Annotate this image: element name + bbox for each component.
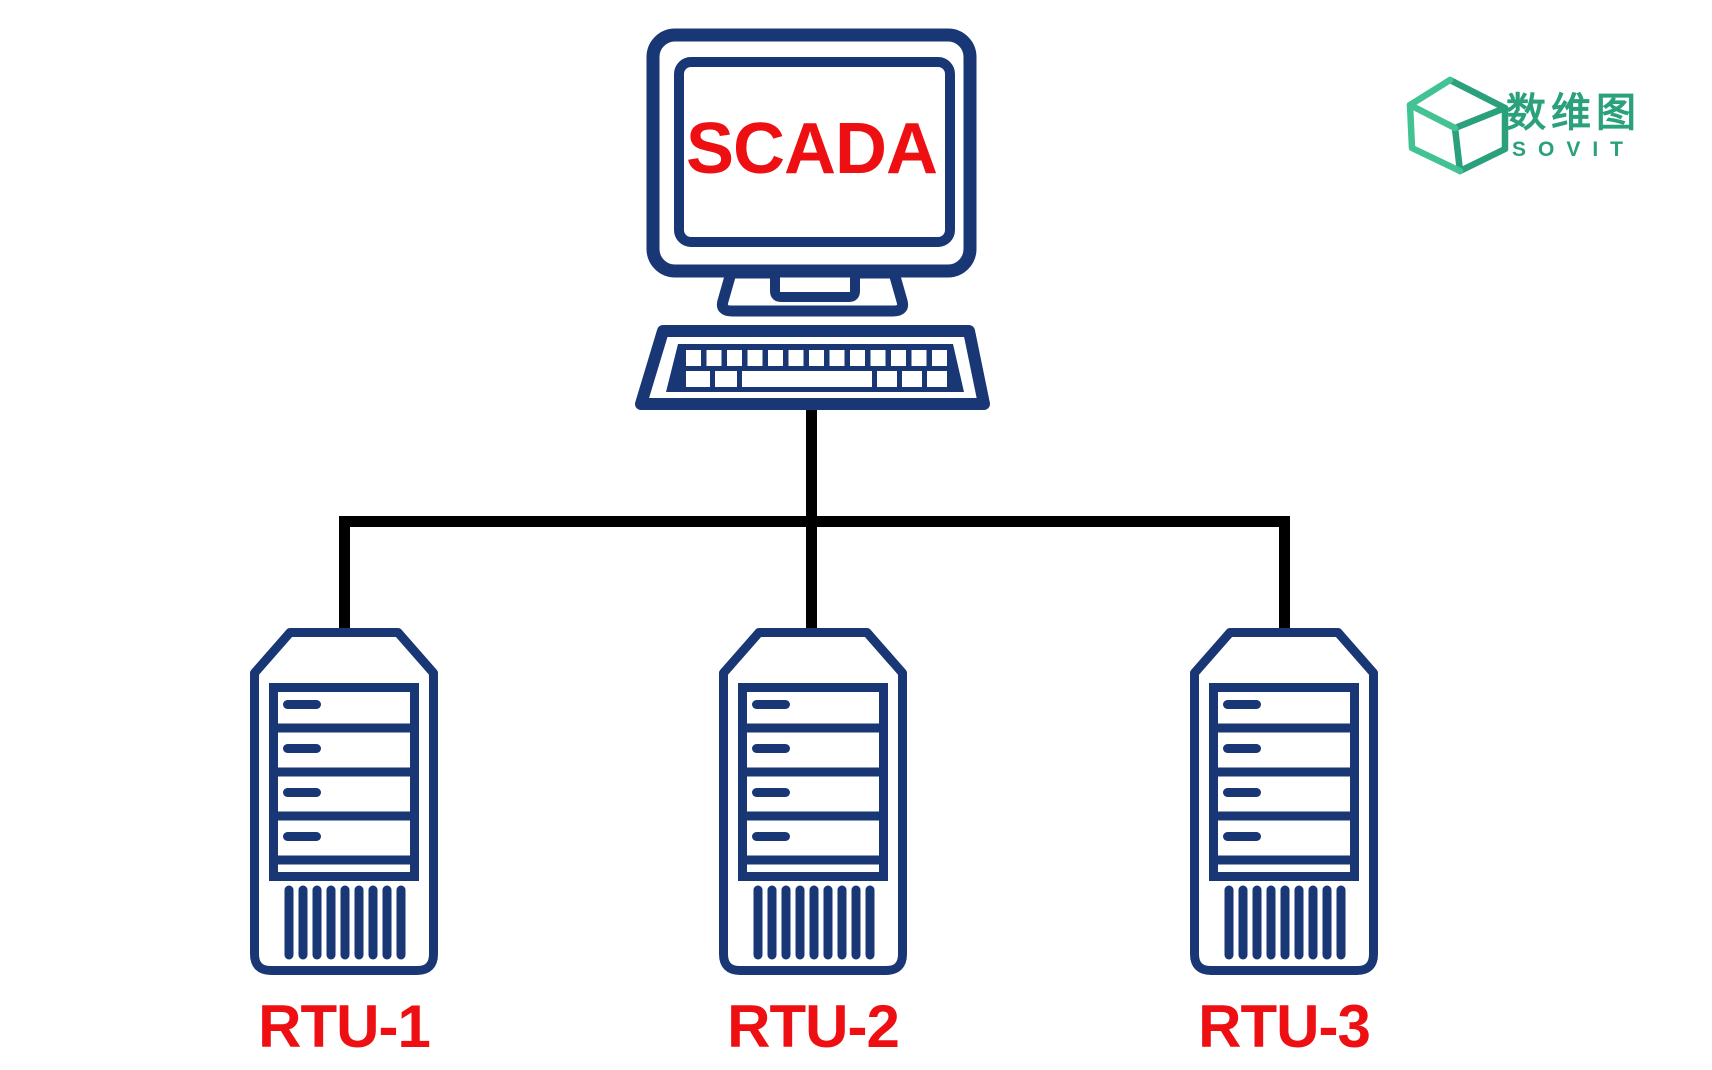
sovit-logo-cube-icon (1406, 76, 1509, 175)
rtu-2-icon (724, 633, 903, 971)
scada-computer-icon (635, 28, 990, 410)
scada-screen-label: SCADA (685, 109, 938, 189)
rtu-1-icon (255, 633, 434, 971)
logo-subtitle-text: SOVIT (1512, 138, 1636, 161)
rtu-3-label: RTU-3 (1198, 993, 1371, 1060)
rtu-1-drop-line (339, 516, 350, 630)
keyboard-keys (686, 350, 947, 387)
rtu-3-drop-line (1279, 516, 1290, 630)
rtu-2-label: RTU-2 (727, 993, 900, 1060)
logo-name-text: 数维图 (1506, 91, 1641, 135)
scada-drop-line (806, 410, 817, 629)
rtu-1-label: RTU-1 (258, 993, 431, 1060)
monitor-stand-notch (770, 272, 860, 302)
connection-lines (339, 410, 1290, 630)
monitor-inner-screen (674, 57, 955, 247)
rtu-3-icon (1195, 633, 1374, 971)
